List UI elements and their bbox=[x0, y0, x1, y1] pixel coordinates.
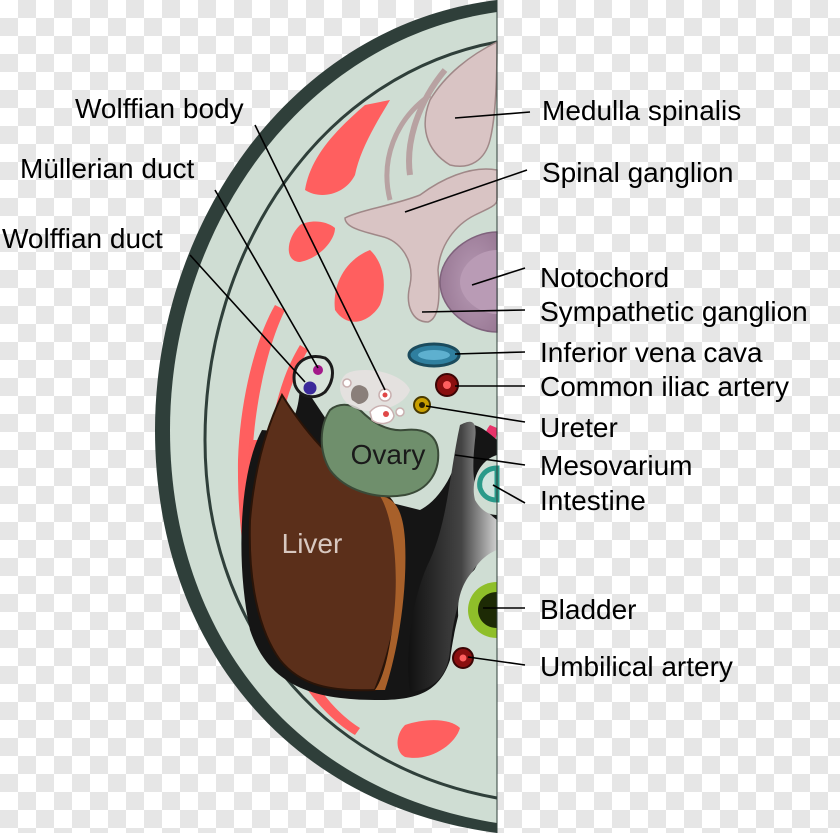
umbilical-artery-label: Umbilical artery bbox=[540, 651, 733, 682]
sympathetic-ganglion-label: Sympathetic ganglion bbox=[540, 296, 808, 327]
wolffian-duct-label: Wolffian duct bbox=[2, 223, 163, 254]
notochord-label: Notochord bbox=[540, 262, 669, 293]
spinal-ganglion-label: Spinal ganglion bbox=[542, 157, 734, 188]
umbilical-artery-lumen bbox=[459, 654, 467, 662]
liver-edge bbox=[375, 496, 406, 690]
wolffian-body-glomerulus-core bbox=[382, 392, 388, 398]
inferior-vena-cava-label: Inferior vena cava bbox=[540, 337, 763, 368]
ureter-lumen bbox=[419, 402, 425, 408]
spinal-ganglion bbox=[344, 168, 498, 323]
ureter-label: Ureter bbox=[540, 412, 618, 443]
wolffian-body-tubule bbox=[369, 404, 395, 425]
muscle-block bbox=[334, 250, 384, 322]
somatopleure-line bbox=[203, 40, 498, 800]
leader-lines bbox=[189, 111, 531, 666]
wolffian-body-tubule bbox=[395, 407, 405, 417]
bladder-label: Bladder bbox=[540, 594, 637, 625]
wolffian-duct-lumen bbox=[303, 381, 317, 395]
mullerian-duct-lumen bbox=[313, 365, 323, 375]
muscle-streak bbox=[397, 720, 460, 758]
medulla-spinalis bbox=[424, 40, 498, 167]
dorsal-root bbox=[406, 68, 448, 176]
mesovarium-label: Mesovarium bbox=[540, 450, 692, 481]
wolffian-body-vessel bbox=[383, 411, 389, 417]
liver-label: Liver bbox=[282, 528, 343, 559]
dorsal-root bbox=[384, 92, 432, 201]
notochord-inner bbox=[460, 250, 497, 314]
muscle-block bbox=[305, 100, 390, 195]
medulla-spinalis-label: Medulla spinalis bbox=[542, 95, 741, 126]
intestine bbox=[477, 465, 500, 503]
wolffian-body-tubule bbox=[350, 385, 369, 404]
inferior-vena-cava-lumen bbox=[418, 350, 450, 360]
ovary bbox=[320, 403, 440, 498]
common-iliac-artery-lumen bbox=[443, 381, 451, 389]
bladder-lumen bbox=[478, 592, 497, 628]
intestine-label: Intestine bbox=[540, 485, 646, 516]
wolffian-body-label: Wolffian body bbox=[75, 93, 244, 124]
wolffian-body-tubule bbox=[342, 378, 352, 388]
ovary-label: Ovary bbox=[351, 439, 426, 470]
mullerian-duct-label: Müllerian duct bbox=[20, 153, 195, 184]
common-iliac-artery-label: Common iliac artery bbox=[540, 371, 789, 402]
